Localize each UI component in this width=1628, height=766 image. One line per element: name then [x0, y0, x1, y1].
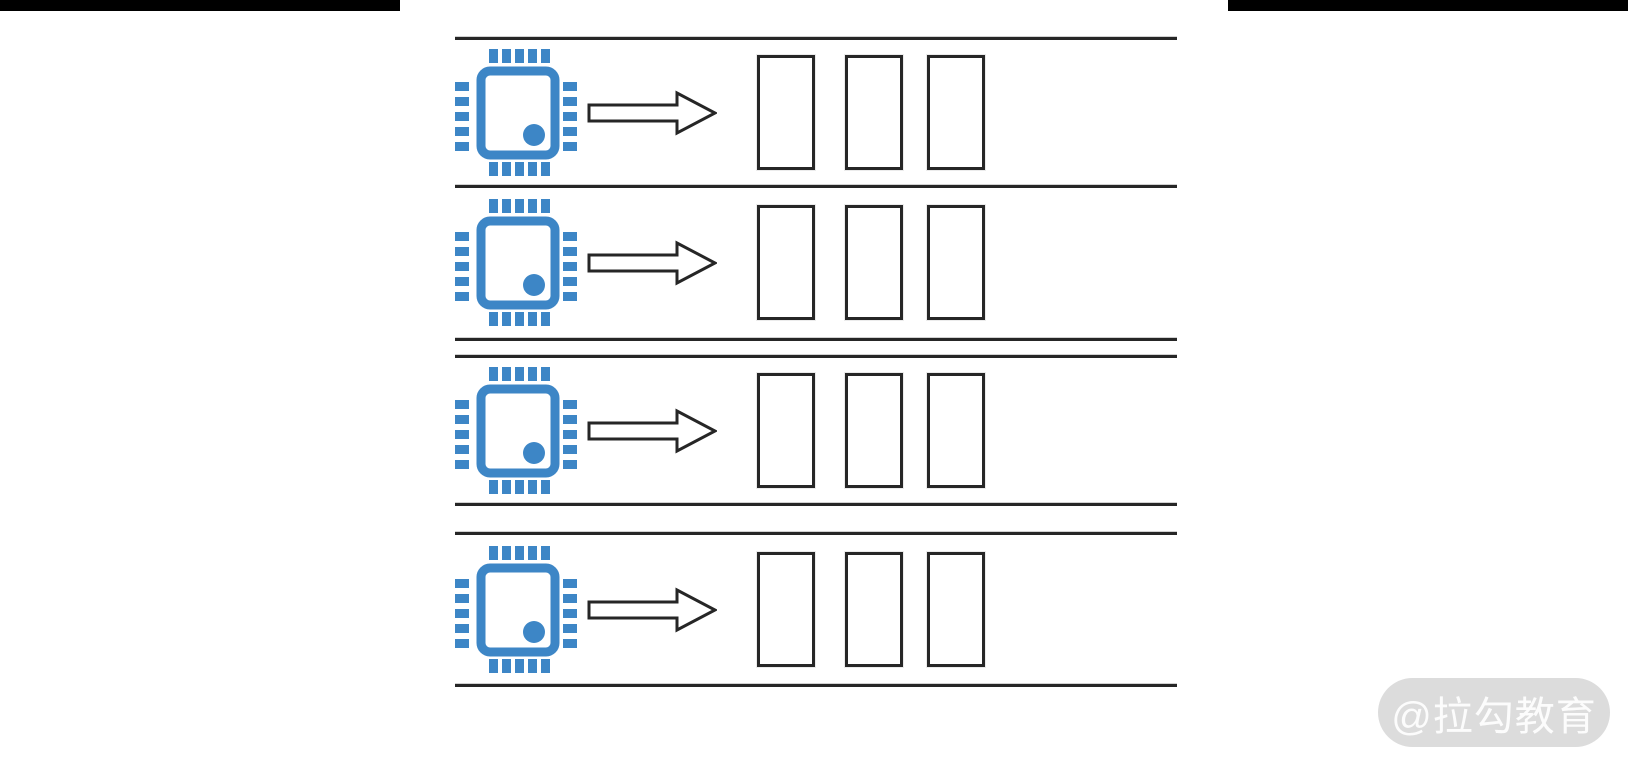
- worker-lane-3: [455, 366, 1177, 494]
- lane-separator: [455, 684, 1177, 687]
- task-queue: [455, 54, 1177, 170]
- top-bar-left: [0, 0, 400, 11]
- queue-slot: [757, 372, 815, 488]
- cpu-icon: [455, 48, 577, 176]
- task-queue: [455, 204, 1177, 320]
- lane-separator: [455, 355, 1177, 358]
- cpu-icon: [455, 198, 577, 326]
- queue-slot: [927, 372, 985, 488]
- arrow-right-icon: [587, 90, 717, 135]
- cpu-icon: [455, 366, 577, 494]
- watermark-text: @拉勾教育: [1391, 694, 1597, 739]
- lane-separator: [455, 503, 1177, 506]
- arrow-right-icon: [587, 240, 717, 285]
- queue-slot: [927, 204, 985, 320]
- top-bar-right: [1228, 0, 1628, 11]
- task-queue: [455, 551, 1177, 667]
- arrow-right-icon: [587, 587, 717, 632]
- queue-slot: [845, 204, 903, 320]
- queue-slot: [845, 372, 903, 488]
- queue-slot: [757, 54, 815, 170]
- queue-slot: [757, 551, 815, 667]
- lane-separator: [455, 338, 1177, 341]
- watermark-badge: @拉勾教育: [1378, 678, 1610, 747]
- queue-slot: [927, 54, 985, 170]
- arrow-right-icon: [587, 408, 717, 453]
- queue-slot: [845, 551, 903, 667]
- queue-slot: [927, 551, 985, 667]
- queue-slot: [845, 54, 903, 170]
- worker-lane-1: [455, 48, 1177, 176]
- lane-separator: [455, 185, 1177, 188]
- cpu-icon: [455, 545, 577, 673]
- lane-separator: [455, 532, 1177, 535]
- worker-lane-2: [455, 198, 1177, 326]
- task-queue: [455, 372, 1177, 488]
- worker-lane-4: [455, 545, 1177, 673]
- queue-slot: [757, 204, 815, 320]
- lane-separator: [455, 37, 1177, 40]
